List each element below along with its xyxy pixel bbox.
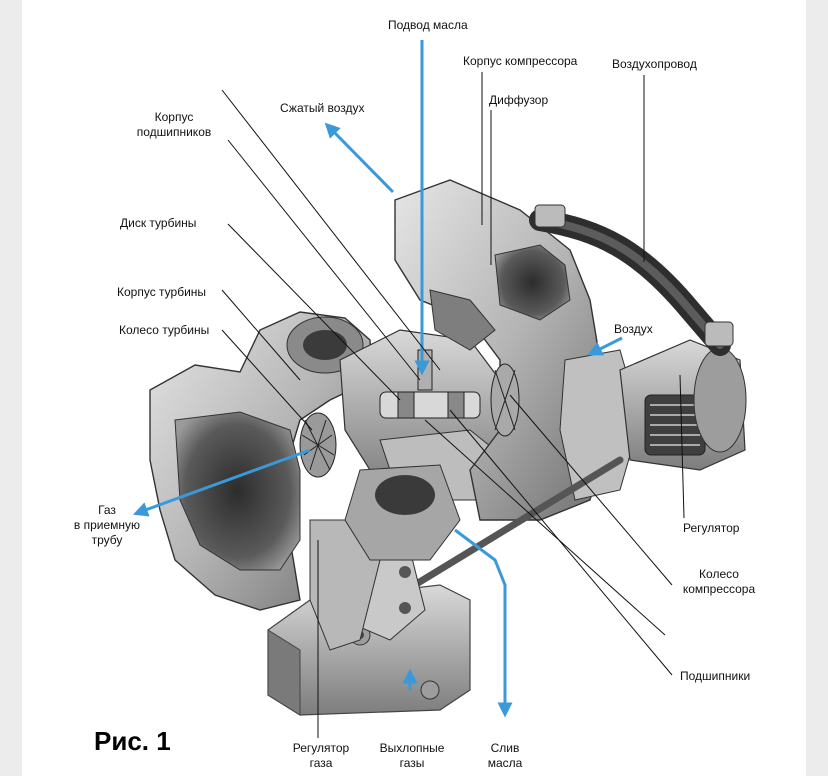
label-exhaust-gases: Выхлопные газы [372,741,452,771]
leader-lines [221,72,685,738]
label-air: Воздух [614,322,653,336]
compressor-housing-shape [394,179,641,521]
label-oil-drain: Слив масла [470,741,540,771]
leader-regulator [679,374,685,519]
label-gas-regulator-line2: газа [309,756,333,770]
label-gas-regulator: Регулятор газа [283,741,359,771]
turbine-housing-shape [149,311,373,611]
label-turbine-disk: Диск турбины [120,216,197,230]
label-compressor-wheel-line2: компрессора [682,582,756,596]
wastegate-actuator-shape [619,339,747,471]
label-oil-inlet: Подвод масла [388,18,468,32]
label-air-duct: Воздухопровод [612,57,697,71]
gas-outlet-arrow [132,448,311,517]
label-gas-to-pipe-line1: Газ [98,503,116,517]
label-compressor-housing: Корпус компрессора [463,54,578,68]
label-compressor-wheel: Колесо компрессора [674,567,764,597]
compressor-wheel-shape [490,363,520,437]
leader-turbine-housing [221,289,301,381]
leader-compressor-wheel [509,394,673,586]
label-bearing-housing: Корпус подшипников [134,110,214,140]
label-regulator: Регулятор [683,521,740,535]
label-gas-to-pipe-line2: в приемную [73,518,141,532]
leader-turbine-disk [227,223,401,401]
leader-turbine-wheel [221,329,313,431]
exhaust-outlet-shape [344,464,461,561]
label-turbine-housing: Корпус турбины [117,285,207,299]
oil-drain-arrow [454,528,513,718]
label-bearing-housing-line2: подшипников [136,125,212,139]
air-hose-shape [529,204,734,356]
label-turbine-wheel: Колесо турбины [119,323,210,337]
label-oil-drain-line1: Слив [490,741,520,755]
compressed-air-arrow [324,122,395,194]
label-bearings: Подшипники [680,669,751,683]
wastegate-rod-shape [309,456,624,651]
label-compressed-air: Сжатый воздух [280,101,365,115]
leader-bearings-2 [424,419,666,636]
leader-bearing-housing-b [227,139,421,381]
air-inlet-arrow [587,336,623,356]
label-exhaust-gases-line1: Выхлопные [379,741,445,755]
label-exhaust-gases-line2: газы [399,756,425,770]
label-gas-to-pipe: Газ в приемную трубу [62,503,152,548]
label-gas-to-pipe-line3: трубу [91,533,123,547]
label-compressor-wheel-line1: Колесо [699,567,739,581]
flow-arrows [132,40,623,718]
label-diffuser: Диффузор [489,93,549,107]
turbine-wheel-shape [299,412,337,478]
label-bearing-housing-line1: Корпус [154,110,194,124]
leader-bearing-housing-a [221,89,441,371]
figure-caption: Рис. 1 [94,726,171,756]
label-oil-drain-line2: масла [487,756,523,770]
label-gas-regulator-line1: Регулятор [292,741,350,755]
